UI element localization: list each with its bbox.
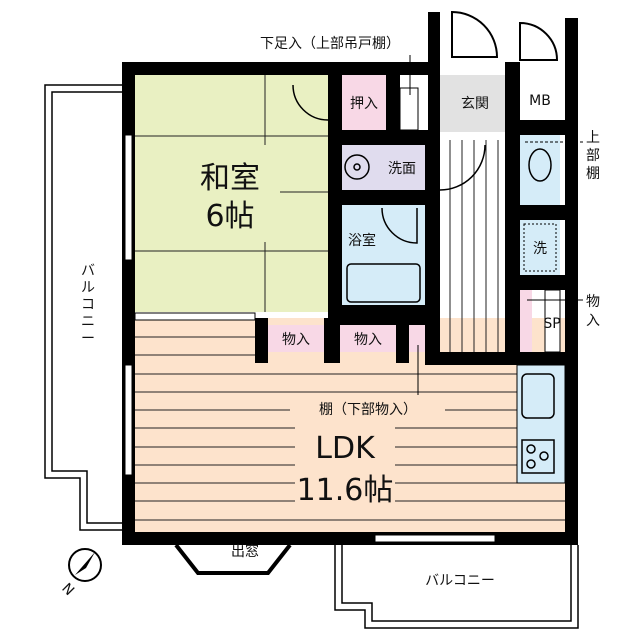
bay-window bbox=[174, 543, 292, 575]
tatami-lines bbox=[135, 75, 328, 312]
shelf-ldk-label: 棚（下部物入） bbox=[319, 402, 417, 418]
entrance-door bbox=[451, 10, 499, 58]
getabako-label: 下足入（上部吊戸棚） bbox=[260, 36, 400, 52]
bathroom bbox=[342, 205, 425, 305]
svg-text:入: 入 bbox=[586, 313, 600, 329]
closet-2-label: 物入 bbox=[354, 332, 382, 348]
corridor bbox=[449, 140, 499, 352]
mb-door bbox=[519, 21, 559, 61]
oshiire-label: 押入 bbox=[350, 96, 378, 112]
laundry-space bbox=[520, 220, 560, 275]
ldk-label: LDK bbox=[315, 431, 376, 466]
compass-north-label: N bbox=[58, 580, 77, 599]
getabako bbox=[399, 87, 419, 131]
svg-text:ル: ル bbox=[81, 280, 95, 296]
svg-text:部: 部 bbox=[586, 148, 600, 164]
oshiire-closet bbox=[342, 75, 386, 130]
sink-icon bbox=[344, 154, 370, 180]
svg-text:バ: バ bbox=[81, 263, 95, 279]
ldk-floor-lines bbox=[135, 336, 565, 521]
svg-text:ニ: ニ bbox=[81, 314, 95, 330]
washitsu-room bbox=[135, 75, 328, 312]
washitsu-size: 6帖 bbox=[205, 199, 254, 234]
senmen-washroom bbox=[342, 145, 425, 190]
sp-label: SP bbox=[543, 316, 560, 332]
ldk-size: 11.6帖 bbox=[297, 473, 394, 508]
balcony-bottom-label: バルコニー bbox=[425, 573, 495, 589]
genkan-label: 玄関 bbox=[461, 95, 489, 112]
window-bottom bbox=[374, 534, 496, 543]
balcony-bottom bbox=[334, 545, 579, 629]
washitsu-label: 和室 bbox=[200, 161, 260, 196]
mb-space bbox=[520, 75, 560, 120]
compass-icon bbox=[68, 548, 102, 582]
svg-text:物: 物 bbox=[586, 294, 600, 310]
senmen-label: 洗面 bbox=[388, 161, 416, 177]
yokushitsu-label: 浴室 bbox=[348, 232, 376, 249]
window-left-upper bbox=[124, 134, 133, 261]
toilet-room bbox=[520, 135, 560, 205]
genkan-entrance bbox=[440, 75, 505, 132]
washitsu-door bbox=[292, 84, 329, 121]
storage-right-label: 物 入 bbox=[586, 294, 600, 329]
storage-strip bbox=[520, 290, 532, 352]
svg-text:ー: ー bbox=[81, 331, 95, 347]
sliding-partition bbox=[134, 312, 256, 321]
sentaku-label: 洗 bbox=[533, 241, 547, 257]
closet-1-label: 物入 bbox=[282, 332, 310, 348]
svg-text:コ: コ bbox=[81, 297, 95, 313]
closet-3 bbox=[409, 325, 425, 352]
bay-window-label: 出窓 bbox=[231, 543, 259, 560]
svg-text:上: 上 bbox=[586, 130, 600, 146]
balcony-left bbox=[44, 84, 122, 531]
mb-label: MB bbox=[529, 93, 551, 109]
kitchen-sink-icon bbox=[521, 373, 555, 419]
bathtub-icon bbox=[346, 263, 421, 303]
closet-2 bbox=[340, 325, 396, 352]
toilet-icon bbox=[528, 148, 552, 182]
stove-icon bbox=[521, 439, 555, 474]
kitchen-counter bbox=[516, 364, 566, 484]
window-left-lower bbox=[124, 364, 133, 476]
svg-text:棚: 棚 bbox=[586, 166, 600, 182]
closet-1 bbox=[268, 325, 324, 352]
balcony-left-label: バ ル コ ニ ー bbox=[81, 263, 95, 347]
upper-shelf-label: 上 部 棚 bbox=[586, 130, 600, 182]
washroom-door bbox=[439, 144, 486, 191]
bath-door bbox=[381, 207, 418, 244]
